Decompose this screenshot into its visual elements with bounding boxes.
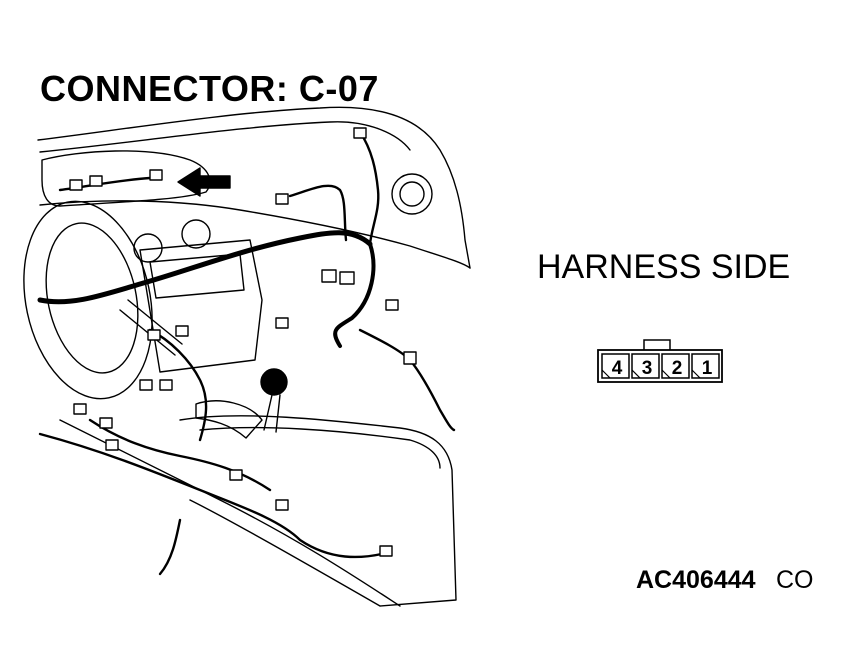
console-top	[199, 426, 441, 469]
audio-unit	[149, 253, 245, 299]
side-vent	[391, 173, 433, 215]
parking-brake	[195, 400, 263, 439]
wire-right	[288, 184, 348, 242]
main-harness	[37, 230, 373, 305]
wire-lower	[38, 432, 392, 559]
gear-knob	[260, 368, 288, 396]
pin-label: 4	[612, 358, 623, 379]
steering-wheel	[23, 200, 153, 400]
vent-left	[133, 233, 163, 263]
connector-blocks	[69, 127, 417, 557]
pin-label: 2	[672, 358, 683, 379]
side-vent-inner	[399, 181, 425, 207]
steering-wheel-inner	[45, 222, 139, 374]
wire-top	[358, 130, 380, 246]
wire-right-lower	[358, 328, 456, 432]
gear-lever	[263, 394, 281, 433]
floor-console	[179, 415, 457, 607]
reference-code: AC406444	[636, 566, 756, 594]
harness-branch-down	[333, 242, 376, 348]
dashboard-top-edge	[39, 121, 411, 153]
pointer-arrow	[177, 167, 231, 197]
harness-side-label: HARNESS SIDE	[537, 248, 791, 286]
dashboard-outline	[37, 106, 471, 269]
wire-cluster	[58, 176, 152, 192]
connector-cells	[601, 353, 720, 379]
wire-center	[148, 328, 208, 442]
wire-down	[158, 518, 182, 576]
console-lower	[59, 419, 401, 607]
connector-title: CONNECTOR: C-07	[40, 68, 379, 109]
connector-latch	[643, 339, 671, 350]
connector-corner-marks	[601, 369, 701, 379]
connector-face: 4 3 2 1	[597, 339, 723, 383]
cluster-hood	[41, 150, 211, 207]
reference-suffix: CO	[776, 566, 814, 594]
vent-right	[181, 219, 211, 249]
center-stack	[139, 239, 263, 373]
connector-body	[597, 349, 723, 383]
pin-label: 1	[702, 358, 713, 379]
dashboard-face	[39, 200, 471, 269]
pin-label: 3	[642, 358, 653, 379]
wire-floor-left	[88, 418, 272, 492]
